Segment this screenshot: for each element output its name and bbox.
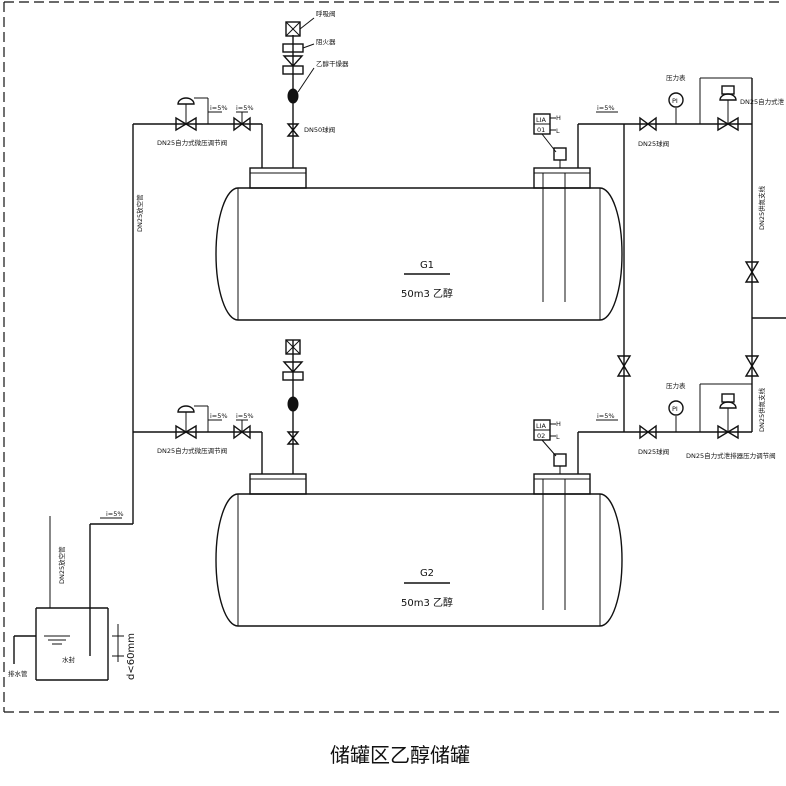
water-seal-label: 水封 [62, 655, 76, 664]
n2-line-label-2: DN25供氮支线 [757, 387, 766, 432]
slope-label-5: i=5% [106, 510, 124, 518]
ethanol-dryer-label: 乙醇干燥器 [316, 59, 349, 68]
slope-label-6: i=5% [597, 104, 615, 112]
level-instrument-g1 [533, 113, 567, 168]
slope-label-1: i=5% [210, 104, 228, 112]
n2-line-label-1: DN25供氮支线 [757, 185, 766, 230]
right-nitrogen-system [577, 77, 786, 474]
lia-g2-h: H [556, 420, 561, 428]
left-vent-manifold [89, 97, 263, 656]
flame-arrester-label: 阻火器 [316, 37, 336, 46]
tank-g2-id: G2 [420, 568, 434, 579]
dn50-valve-label: DN50球阀 [304, 125, 335, 134]
pressure-gauge-label-g2: 压力表 [666, 381, 686, 390]
level-instrument-g2 [533, 419, 567, 474]
tank-g1-capacity: 50m3 乙醇 [401, 287, 453, 300]
drain-pipe-label: 排水管 [8, 669, 28, 678]
lia-g1-h: H [556, 114, 561, 122]
lia-g2-no: 02 [537, 432, 545, 440]
lia-g2-l: L [556, 433, 560, 441]
lia-g1-l: L [556, 127, 560, 135]
g1-breather-assembly [282, 17, 315, 168]
breather-valve-label: 呼吸阀 [316, 9, 336, 18]
slope-label-3: i=5% [210, 412, 228, 420]
left-reg-valve-label-g2: DN25自力式微压调节阀 [157, 446, 227, 455]
slope-label-2: i=5% [236, 104, 254, 112]
vent-pipe-label-1: DN25放空管 [135, 194, 144, 232]
tank-g1-id: G1 [420, 260, 434, 271]
vent-pipe-label-2: DN25放空管 [57, 546, 66, 584]
slope-label-7: i=5% [597, 412, 615, 420]
tank-g2 [215, 473, 623, 627]
lia-g1-tag: LIA [536, 116, 547, 124]
pi-g1-tag: PI [672, 97, 678, 105]
pi-g2-tag: PI [672, 405, 678, 413]
lia-g2-tag: LIA [536, 422, 547, 430]
pressure-gauge-label-g1: 压力表 [666, 73, 686, 82]
g2-breather-assembly [282, 339, 304, 474]
left-reg-valve-label-g1: DN25自力式微压调节阀 [157, 138, 227, 147]
drawing-title: 储罐区乙醇储罐 [330, 743, 470, 767]
slope-label-4: i=5% [236, 412, 254, 420]
tank-g1 [215, 167, 623, 321]
drawing-frame [3, 1, 784, 713]
right-ball-valve-label-g1: DN25球阀 [638, 139, 669, 148]
right-reg-valve-label-g1: DN25自力式泄 [740, 97, 785, 106]
water-seal [13, 516, 124, 681]
tank-g2-capacity: 50m3 乙醇 [401, 596, 453, 609]
lia-g1-no: 01 [537, 126, 545, 134]
seal-depth-label: d<60mm [126, 633, 137, 680]
right-ball-valve-label-g2: DN25球阀 [638, 447, 669, 456]
right-reg-valve-label-g2: DN25自力式泄排器压力调节阀 [686, 451, 776, 460]
